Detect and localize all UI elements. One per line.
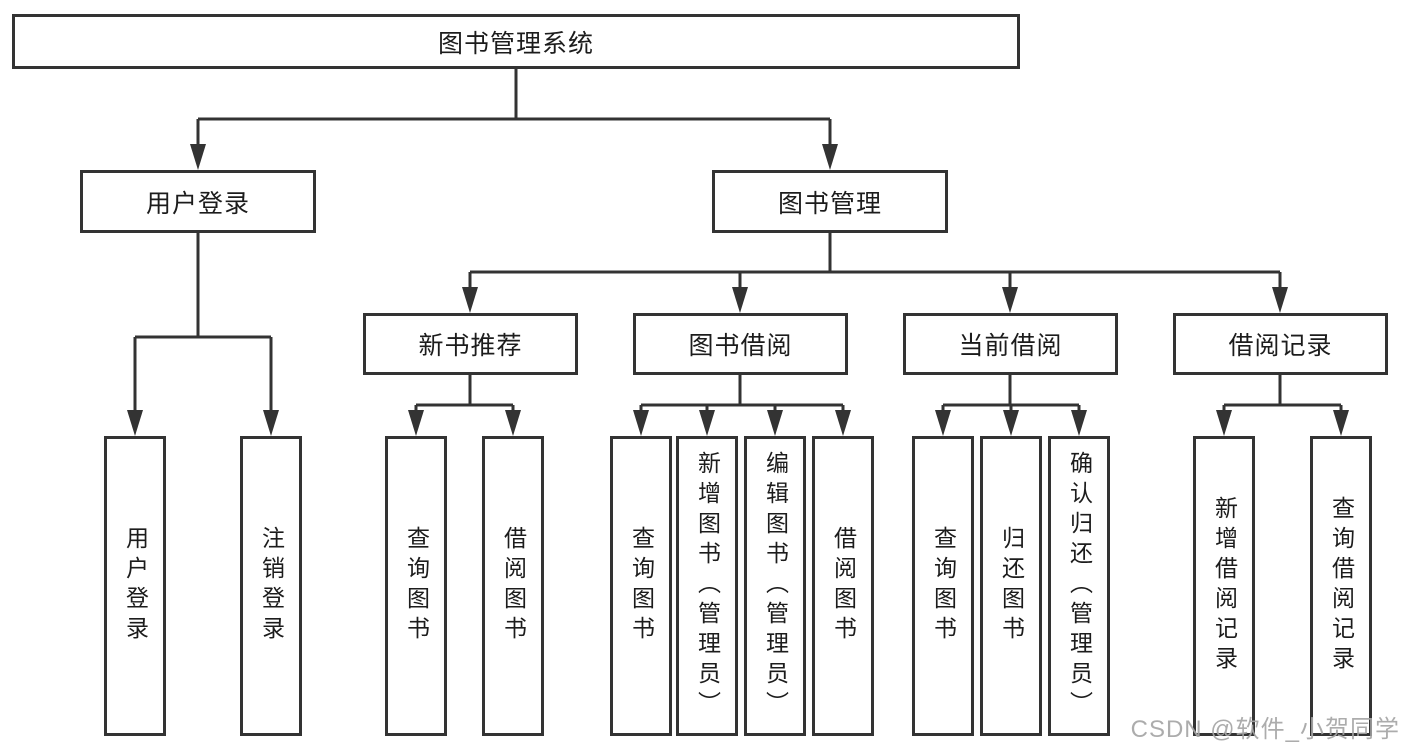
node-leaf-query-books-3: 查询图书	[912, 436, 974, 736]
arrowhead-icon	[1002, 287, 1018, 313]
node-leaf-borrow-books-2: 借阅图书	[812, 436, 874, 736]
arrowhead-icon	[1003, 410, 1019, 436]
arrowhead-icon	[1216, 410, 1232, 436]
node-label: 用户登录	[145, 189, 250, 218]
arrowhead-icon	[767, 410, 783, 436]
node-label: 确认归还（管理员）	[1066, 451, 1093, 721]
node-current-borrow: 当前借阅	[903, 313, 1118, 375]
node-new-book-recommend: 新书推荐	[363, 313, 578, 375]
node-leaf-query-borrow-record: 查询借阅记录	[1310, 436, 1372, 736]
arrowhead-icon	[263, 410, 279, 436]
node-leaf-user-login: 用户登录	[104, 436, 166, 736]
node-label: 新增借阅记录	[1211, 496, 1238, 676]
node-label: 新书推荐	[418, 332, 523, 360]
node-leaf-logout: 注销登录	[240, 436, 302, 736]
connector-user-login-to-leaves	[127, 233, 279, 436]
connector-borrow-record-to-leaves	[1216, 375, 1349, 436]
node-label: 新增图书（管理员）	[694, 451, 721, 721]
node-user-login: 用户登录	[80, 170, 316, 233]
node-label: 查询图书	[628, 526, 655, 646]
arrowhead-icon	[190, 144, 206, 170]
connector-book-management-to-level3	[462, 233, 1288, 313]
node-leaf-query-books-2: 查询图书	[610, 436, 672, 736]
node-leaf-edit-book-admin: 编辑图书（管理员）	[744, 436, 806, 736]
node-book-borrow: 图书借阅	[633, 313, 848, 375]
node-label: 编辑图书（管理员）	[762, 451, 789, 721]
node-label: 查询图书	[930, 526, 957, 646]
node-label: 借阅图书	[830, 526, 857, 646]
connector-current-borrow-to-leaves	[935, 375, 1087, 436]
node-label: 图书管理系统	[437, 29, 594, 58]
arrowhead-icon	[1333, 410, 1349, 436]
arrowhead-icon	[127, 410, 143, 436]
arrowhead-icon	[462, 287, 478, 313]
node-borrow-record: 借阅记录	[1173, 313, 1388, 375]
connector-book-borrow-to-leaves	[633, 375, 851, 436]
node-label: 归还图书	[998, 526, 1025, 646]
arrowhead-icon	[505, 410, 521, 436]
node-leaf-confirm-return-admin: 确认归还（管理员）	[1048, 436, 1110, 736]
node-label: 注销登录	[258, 526, 285, 646]
arrowhead-icon	[732, 287, 748, 313]
node-leaf-return-book: 归还图书	[980, 436, 1042, 736]
arrowhead-icon	[408, 410, 424, 436]
arrowhead-icon	[822, 144, 838, 170]
connector-root-to-level2	[190, 68, 838, 170]
node-label: 借阅记录	[1228, 332, 1333, 360]
node-library-management-system: 图书管理系统	[12, 14, 1020, 69]
node-label: 查询图书	[403, 526, 430, 646]
node-leaf-add-book-admin: 新增图书（管理员）	[676, 436, 738, 736]
node-leaf-query-books-1: 查询图书	[385, 436, 447, 736]
connector-new-book-recommend-to-leaves	[408, 375, 521, 436]
node-label: 查询借阅记录	[1328, 496, 1355, 676]
node-label: 图书借阅	[688, 332, 793, 360]
arrowhead-icon	[835, 410, 851, 436]
arrowhead-icon	[633, 410, 649, 436]
node-leaf-borrow-books-1: 借阅图书	[482, 436, 544, 736]
node-book-management: 图书管理	[712, 170, 948, 233]
node-label: 借阅图书	[500, 526, 527, 646]
arrowhead-icon	[935, 410, 951, 436]
arrowhead-icon	[1272, 287, 1288, 313]
node-leaf-add-borrow-record: 新增借阅记录	[1193, 436, 1255, 736]
node-label: 当前借阅	[958, 332, 1063, 360]
node-label: 图书管理	[777, 189, 882, 218]
arrowhead-icon	[1071, 410, 1087, 436]
node-label: 用户登录	[122, 526, 149, 646]
arrowhead-icon	[699, 410, 715, 436]
